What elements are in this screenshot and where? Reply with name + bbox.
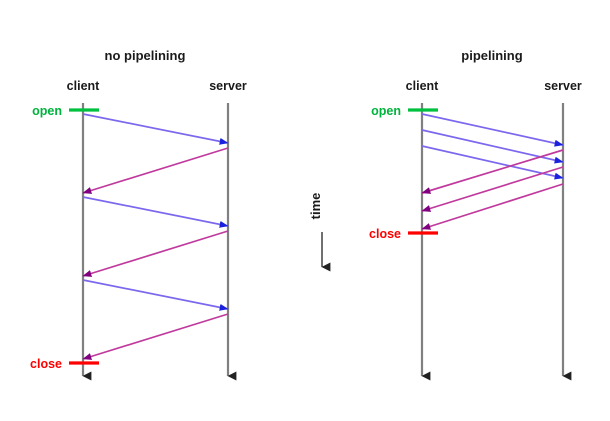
lane-label-server-pipelining: server (544, 79, 582, 93)
panel-title-pipelining: pipelining (461, 48, 522, 63)
close-label-no-pipelining: close (30, 357, 62, 371)
panel-no-pipelining: no pipelining client server open close (30, 48, 247, 381)
time-axis: time (308, 193, 331, 272)
message-request-3-no-pipelining (82, 279, 229, 311)
message-request-1-pipelining (421, 113, 564, 147)
panel-title-no-pipelining: no pipelining (105, 48, 186, 63)
time-axis-label: time (308, 193, 323, 220)
lane-label-client-pipelining: client (406, 79, 439, 93)
message-response-3-no-pipelining (82, 313, 229, 360)
lane-label-client-no-pipelining: client (67, 79, 100, 93)
open-label-pipelining: open (371, 104, 401, 118)
open-label-no-pipelining: open (32, 104, 62, 118)
message-request-2-no-pipelining (82, 196, 229, 228)
close-label-pipelining: close (369, 227, 401, 241)
message-response-2-no-pipelining (82, 230, 229, 277)
message-response-3-pipelining (421, 183, 564, 230)
message-response-2-pipelining (421, 166, 564, 212)
message-response-1-pipelining (421, 149, 564, 194)
message-request-1-no-pipelining (82, 113, 229, 145)
message-response-1-no-pipelining (82, 147, 229, 194)
panel-pipelining: pipelining client server open close (369, 48, 582, 381)
lane-label-server-no-pipelining: server (209, 79, 247, 93)
message-request-3-pipelining (421, 145, 564, 180)
